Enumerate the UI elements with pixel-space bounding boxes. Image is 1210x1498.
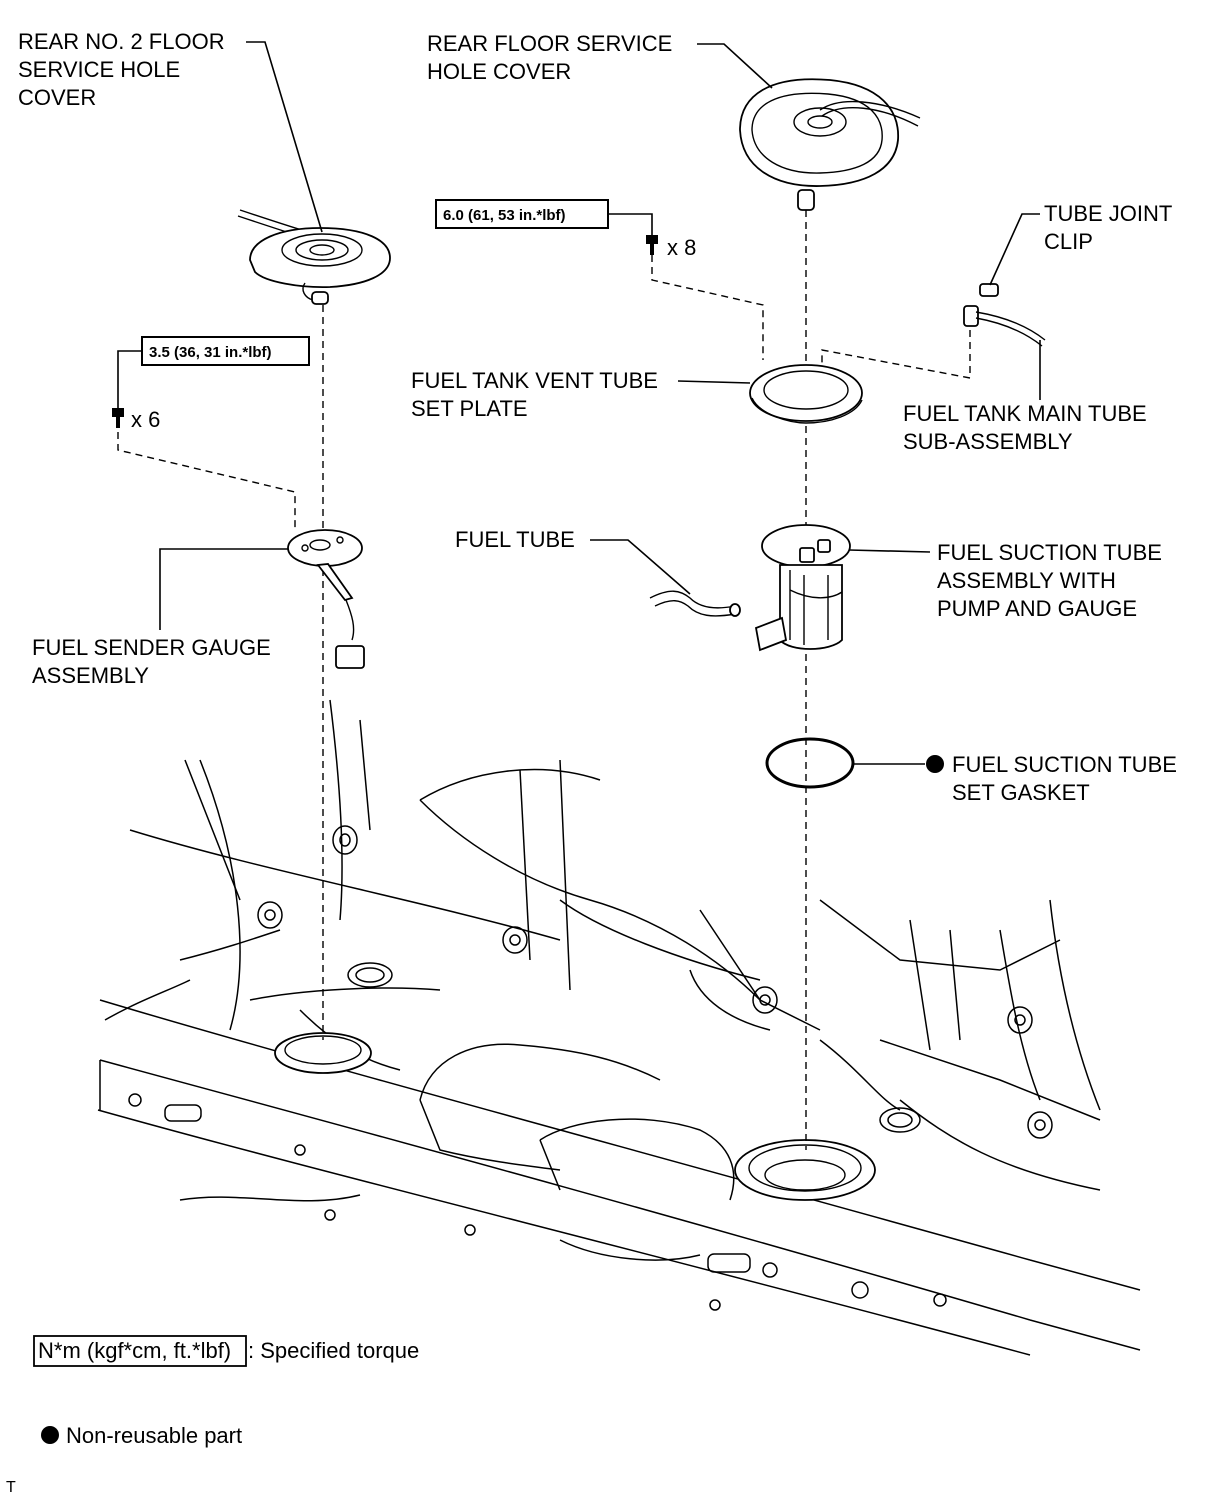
vehicle-floor-body [97,699,1141,1356]
svg-text:TUBE JOINT: TUBE JOINT [1044,201,1172,226]
label-fuel-suction-tube-assembly: FUEL SUCTION TUBE ASSEMBLY WITH PUMP AND… [937,540,1162,621]
legend-nonreusable-text: Non-reusable part [66,1423,242,1448]
svg-text:FUEL SENDER GAUGE: FUEL SENDER GAUGE [32,635,271,660]
rear-no2-floor-service-hole-cover [237,209,391,305]
torque-spec-right: 6.0 (61, 53 in.*lbf) [435,199,653,235]
torque-value: 6.0 (61, 53 in.*lbf) [443,207,566,224]
right-bolt-quantity: x 8 [667,235,696,260]
legend-torque-text: : Specified torque [248,1338,419,1363]
svg-text:PUMP AND GAUGE: PUMP AND GAUGE [937,596,1137,621]
rear-floor-service-hole-cover [739,78,921,211]
label-rear-floor-service-hole-cover: REAR FLOOR SERVICE HOLE COVER [427,31,672,84]
svg-text:SET GASKET: SET GASKET [952,780,1090,805]
footer-mark: T [6,1479,16,1496]
fuel-tank-vent-tube-set-plate [749,364,863,424]
bolt-icon [112,408,124,428]
torque-spec-left: 3.5 (36, 31 in.*lbf) [117,336,310,408]
label-rear-no2-floor-service-hole-cover: REAR NO. 2 FLOOR SERVICE HOLE COVER [18,29,225,110]
svg-text:SUB-ASSEMBLY: SUB-ASSEMBLY [903,429,1073,454]
label-tube-joint-clip: TUBE JOINT CLIP [1044,201,1172,254]
left-bolt-quantity: x 6 [131,407,160,432]
label-fuel-tank-vent-tube-set-plate: FUEL TANK VENT TUBE SET PLATE [411,368,658,421]
legend-torque-unit: N*m (kgf*cm, ft.*lbf) [38,1338,231,1363]
svg-text:ASSEMBLY WITH: ASSEMBLY WITH [937,568,1116,593]
legend-torque-box [33,1335,247,1367]
bolt-icon [646,235,658,255]
svg-text:FUEL SUCTION TUBE: FUEL SUCTION TUBE [937,540,1162,565]
svg-text:SERVICE HOLE: SERVICE HOLE [18,57,180,82]
svg-text:ASSEMBLY: ASSEMBLY [32,663,149,688]
svg-text:FUEL TUBE: FUEL TUBE [455,527,575,552]
fuel-tube [649,590,741,617]
legend: N*m (kgf*cm, ft.*lbf) : Specified torque… [33,1335,419,1448]
svg-text:HOLE COVER: HOLE COVER [427,59,571,84]
svg-text:FUEL TANK VENT TUBE: FUEL TANK VENT TUBE [411,368,658,393]
fuel-tank-main-tube [963,305,1046,347]
svg-text:COVER: COVER [18,85,96,110]
svg-text:REAR NO. 2 FLOOR: REAR NO. 2 FLOOR [18,29,225,54]
svg-text:CLIP: CLIP [1044,229,1093,254]
fuel-sender-gauge-assembly [287,529,365,669]
non-reusable-dot-icon [41,1426,59,1444]
fuel-suction-tube-set-gasket [765,737,855,789]
svg-text:FUEL SUCTION TUBE: FUEL SUCTION TUBE [952,752,1177,777]
torque-value: 3.5 (36, 31 in.*lbf) [149,344,272,361]
fuel-suction-tube-assembly [754,524,851,652]
leader-lines [159,41,1041,765]
label-fuel-sender-gauge-assembly: FUEL SENDER GAUGE ASSEMBLY [32,635,271,688]
non-reusable-dot-icon [926,755,944,773]
svg-text:SET PLATE: SET PLATE [411,396,528,421]
label-fuel-tank-main-tube-sub-assembly: FUEL TANK MAIN TUBE SUB-ASSEMBLY [903,401,1147,454]
svg-text:FUEL TANK MAIN TUBE: FUEL TANK MAIN TUBE [903,401,1147,426]
label-fuel-suction-tube-set-gasket: FUEL SUCTION TUBE SET GASKET [926,752,1177,805]
label-fuel-tube: FUEL TUBE [455,527,575,552]
svg-text:REAR FLOOR SERVICE: REAR FLOOR SERVICE [427,31,672,56]
tube-joint-clip [979,283,999,297]
